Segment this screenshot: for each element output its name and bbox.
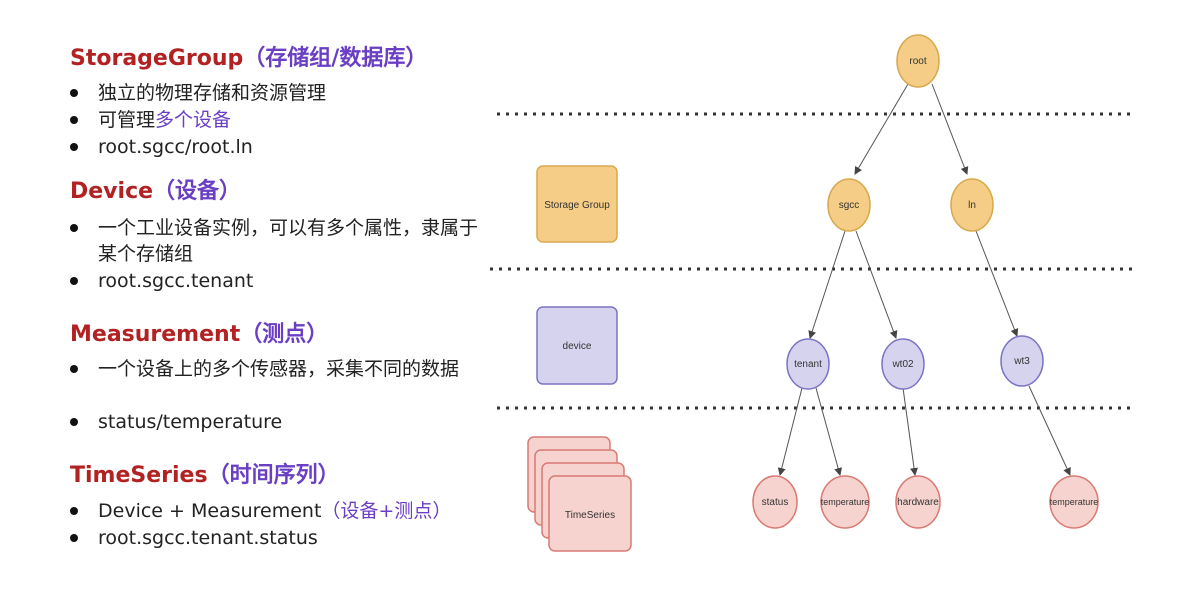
timeseries-term: TimeSeries [70, 463, 208, 488]
edge-sgcc-tenant [808, 230, 846, 339]
bullet-text: Device + Measurement（设备+测点） [98, 498, 488, 524]
bullet-dot [70, 418, 78, 426]
storagegroup-heading: StorageGroup（存储组/数据库） [70, 40, 427, 72]
measurement-term: Measurement [70, 322, 241, 347]
node-status-label: status [762, 497, 789, 508]
node-sgcc: sgcc [827, 178, 871, 232]
bullet-dot [70, 534, 78, 542]
node-temperature-label: temperature [1050, 497, 1099, 507]
node-temperature: temperature [820, 475, 870, 529]
edge-ln-wt3 [975, 230, 1019, 337]
bullet-prefix: Device + Measurement [98, 500, 322, 522]
node-wt02-label: wt02 [891, 359, 914, 370]
device-paren: （设备） [153, 179, 242, 204]
node-temperature: temperature [1049, 475, 1099, 529]
measurement-paren: （测点） [240, 322, 329, 347]
node-temperature-label: temperature [821, 497, 870, 507]
bullet-dot [70, 277, 78, 285]
bullet-dot [70, 116, 78, 124]
edge-root-ln [931, 83, 969, 175]
device-box: device [536, 306, 618, 385]
concept-list: StorageGroup（存储组/数据库） 独立的物理存储和资源管理 可管理多个… [0, 0, 490, 598]
bullet-dot [70, 143, 78, 151]
device-box-label: device [563, 341, 592, 352]
edge-sgcc-wt02 [855, 230, 898, 339]
edge-wt3-temperature [1028, 385, 1071, 476]
timeseries-paren: （时间序列） [207, 463, 340, 488]
edge-tenant-temperature [815, 387, 842, 476]
timeseries-box-stack: TimeSeries [527, 436, 632, 552]
storagegroup-term: StorageGroup [70, 46, 244, 71]
timeseries-heading: TimeSeries（时间序列） [70, 457, 340, 489]
device-heading: Device（设备） [70, 173, 241, 205]
timeseries-box-label: TimeSeries [565, 510, 615, 521]
bullet-highlight: （设备+测点） [321, 500, 452, 522]
node-wt3: wt3 [1000, 335, 1044, 387]
node-ln: ln [950, 178, 994, 232]
bullet-dot [70, 89, 78, 97]
bullet-text: 可管理多个设备 [98, 107, 488, 133]
bullet-highlight: 多个设备 [155, 109, 232, 131]
edge-wt02-hardware [902, 387, 919, 476]
bullet-prefix: 可管理 [98, 109, 156, 131]
node-status: status [752, 475, 798, 529]
edge-tenant-status [777, 387, 803, 476]
node-wt3-label: wt3 [1013, 356, 1030, 367]
bullet-dot [70, 224, 78, 232]
bullet-text: status/temperature [98, 411, 283, 433]
storagegroup-paren: （存储组/数据库） [243, 46, 428, 71]
bullet-text: 一个工业设备实例，可以有多个属性，隶属于某个存储组 [98, 217, 479, 265]
bullet-dot [70, 507, 78, 515]
bullet-text: root.sgcc.tenant [98, 270, 254, 292]
storage-group-box-label: Storage Group [544, 200, 610, 211]
node-wt02: wt02 [881, 338, 925, 390]
measurement-heading: Measurement（测点） [70, 316, 328, 348]
device-term: Device [70, 179, 154, 204]
bullet-dot [70, 365, 78, 373]
node-tenant-label: tenant [794, 359, 822, 370]
node-root-label: root [909, 56, 926, 67]
bullet-text: root.sgcc.tenant.status [98, 527, 318, 549]
bullet-text: 一个设备上的多个传感器，采集不同的数据 [98, 358, 460, 380]
edge-root-sgcc [854, 83, 909, 175]
node-root: root [896, 34, 940, 88]
edges [777, 83, 1071, 476]
storage-group-box: Storage Group [536, 165, 618, 243]
node-hardware: hardware [895, 475, 941, 529]
node-hardware-label: hardware [897, 497, 939, 508]
bullet-text: 独立的物理存储和资源管理 [98, 82, 327, 104]
node-ln-label: ln [968, 200, 976, 211]
bullet-text: root.sgcc/root.ln [98, 136, 253, 158]
node-sgcc-label: sgcc [839, 200, 860, 211]
node-tenant: tenant [786, 338, 830, 390]
